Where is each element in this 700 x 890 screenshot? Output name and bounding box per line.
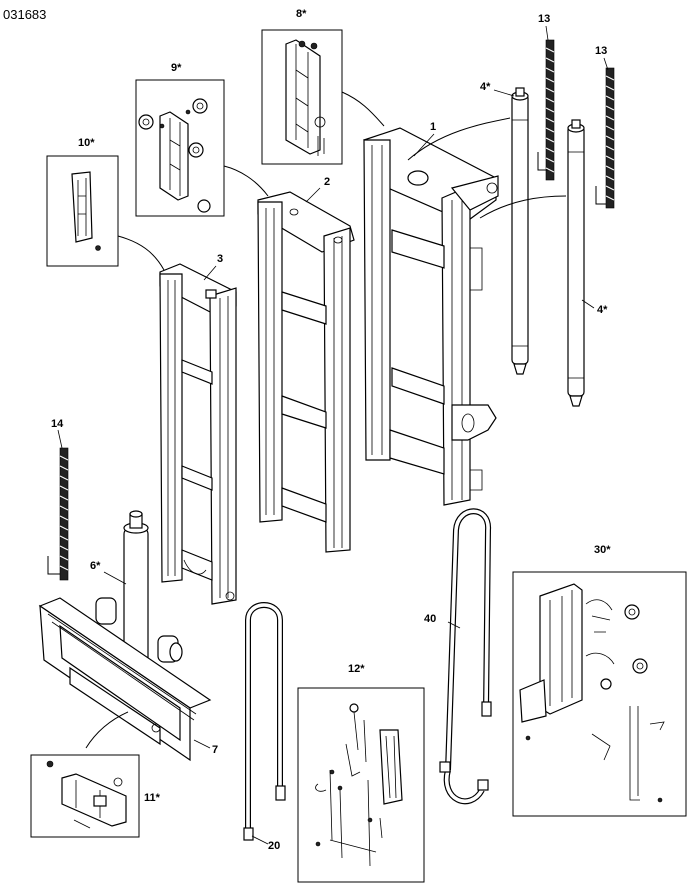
carriage-part-7[interactable] xyxy=(38,597,212,762)
kit-box-11[interactable] xyxy=(30,754,140,838)
callout-9: 9* xyxy=(171,62,182,74)
lift-cylinder-part-4-right[interactable] xyxy=(567,119,585,407)
callout-10: 10* xyxy=(78,137,95,149)
callout-7: 7 xyxy=(212,744,218,756)
callout-3: 3 xyxy=(217,253,223,265)
mast-inner-part-3[interactable] xyxy=(159,263,237,605)
callout-8: 8* xyxy=(296,8,307,20)
callout-12: 12* xyxy=(348,663,365,675)
kit-box-9[interactable] xyxy=(135,79,225,217)
callout-4-right: 4* xyxy=(597,304,608,316)
chain-part-13-left[interactable] xyxy=(537,39,555,181)
callout-6: 6* xyxy=(90,560,101,572)
callout-30: 30* xyxy=(594,544,611,556)
callout-13-left: 13 xyxy=(538,13,550,25)
drawing-reference-number: 031683 xyxy=(3,7,46,22)
callout-2: 2 xyxy=(324,176,330,188)
callout-labels: 1 2 3 4* 4* 6* 7 8* 9* 10* 11* 12* 13 13… xyxy=(51,8,611,852)
kit-box-10[interactable] xyxy=(46,155,119,267)
chain-part-14[interactable] xyxy=(47,447,69,581)
callout-1: 1 xyxy=(430,121,436,133)
callout-14: 14 xyxy=(51,418,64,430)
callout-pointers xyxy=(57,25,609,845)
kit-box-8[interactable] xyxy=(261,29,343,165)
mast-outer-part-1[interactable] xyxy=(363,127,499,506)
callout-13-right: 13 xyxy=(595,45,607,57)
chain-part-13-right[interactable] xyxy=(595,67,615,209)
hose-part-20[interactable] xyxy=(243,602,286,841)
hose-part-40[interactable] xyxy=(439,508,492,805)
lift-cylinder-part-4-left[interactable] xyxy=(511,87,529,375)
kit-box-30[interactable] xyxy=(512,571,687,817)
callout-4-left: 4* xyxy=(480,81,491,93)
mast-intermediate-part-2[interactable] xyxy=(257,191,355,553)
leader-lines xyxy=(85,91,567,749)
kit-box-12[interactable] xyxy=(297,687,425,883)
callout-11: 11* xyxy=(144,792,161,804)
callout-40: 40 xyxy=(424,613,436,625)
callout-20: 20 xyxy=(268,840,280,852)
